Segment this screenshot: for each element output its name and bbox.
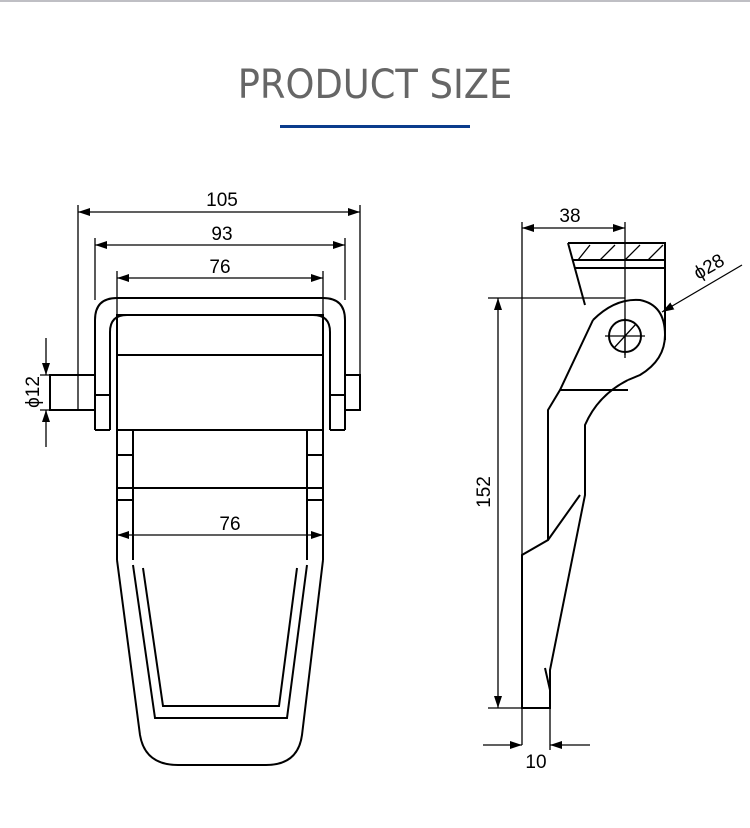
bail-handle bbox=[94, 297, 346, 430]
title-underline bbox=[280, 125, 470, 128]
front-view: 105 93 76 76 ϕ12 bbox=[23, 190, 361, 766]
dim-pivot-diameter: ϕ28 bbox=[690, 250, 728, 284]
dim-thickness: 10 bbox=[525, 752, 546, 773]
dim-body-width: 76 bbox=[209, 257, 230, 278]
dim-overall-width: 105 bbox=[206, 190, 238, 211]
side-view: 38 152 ϕ28 10 bbox=[474, 206, 743, 773]
dim-handle-width: 93 bbox=[211, 224, 232, 245]
top-divider bbox=[0, 0, 750, 2]
clasp-plate bbox=[116, 430, 324, 560]
clasp-hook bbox=[116, 559, 324, 766]
pivot-boss bbox=[592, 298, 667, 381]
pin-left bbox=[49, 374, 96, 411]
hinge-body bbox=[116, 314, 324, 431]
pin-right bbox=[344, 374, 361, 411]
dim-height: 152 bbox=[474, 476, 495, 508]
latch-arm bbox=[521, 319, 629, 709]
dim-clasp-width: 76 bbox=[219, 514, 240, 535]
dim-pin-diameter: ϕ12 bbox=[23, 376, 44, 408]
dim-pivot-offset: 38 bbox=[559, 206, 580, 227]
page-title: PRODUCT SIZE bbox=[237, 62, 513, 108]
